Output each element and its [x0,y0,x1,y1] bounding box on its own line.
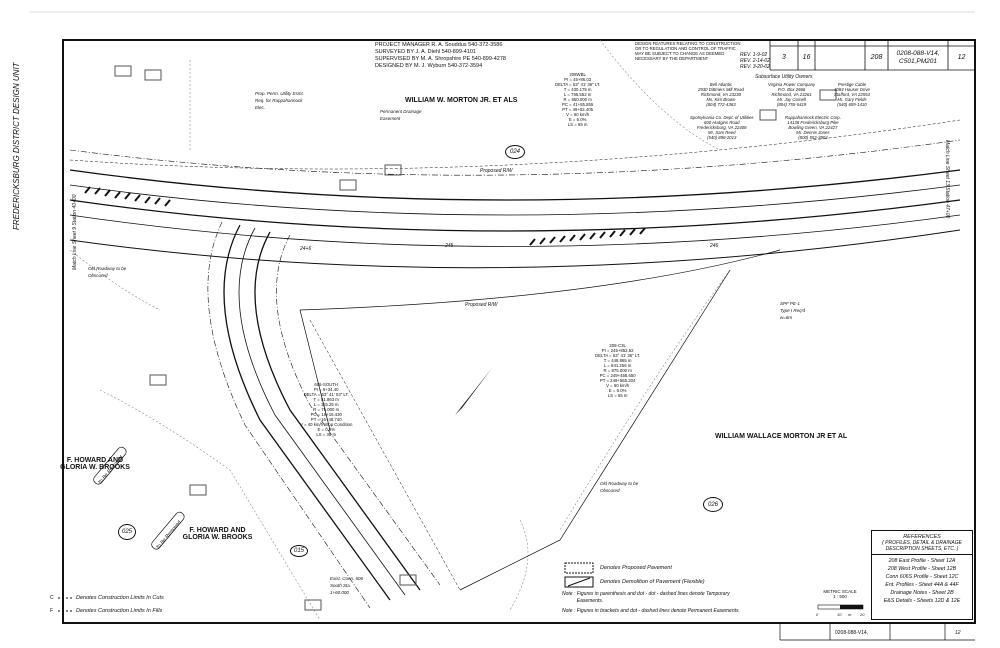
scale-tick: 0 [816,612,819,617]
bottom-project-number: 0208-088-V14, [835,630,869,636]
demolition-swatch-hatch [567,577,591,587]
property-lines [69,39,731,621]
utility-owner: Rappahannock Electric Corp.14138 Frederi… [785,115,841,140]
utility-owners-heading: Subsurface Utility Owners [755,74,813,80]
reference-item: 208 East Profile - Sheet 12A [888,558,956,564]
sheet-no-value: 12 [957,54,966,61]
north-arrow-icon [455,368,492,415]
references-box: REFERENCES ( PROFILES, DETAIL & DRAINAGE… [871,530,973,620]
route-value: 208 [870,54,883,61]
project-info: PROJECT MANAGER R. A. Souddus 540-372-35… [375,42,506,70]
owner-name: WILLIAM W. MORTON JR. ET ALS [405,97,518,104]
legend-note-2: Note : Figures in brackets and dot - das… [562,608,740,614]
fed-region-value: 3 [782,54,786,61]
owner-name: F. HOWARD AND GLORIA W. BROOKS [182,527,253,541]
easement-tags [114,65,837,611]
proposed-rw-label-top: Proposed R/W [480,168,513,174]
design-note-line: OR TO REGULATION AND CONTROL OF TRAFFIC [635,46,736,51]
supervised-by: SUPERVISED BY M. A. Shropshire PE 540-89… [375,56,506,62]
reference-item: 208 West Profile - Sheet 12B [887,566,957,572]
design-note-line: DESIGN FEATURES RELATING TO CONSTRUCTION [635,41,741,46]
design-note-line: NECESSARY BY THE DEPARTMENT [635,56,709,61]
revisions: REV. 1-9-02 REV. 2-14-02 REV. 3-20-02 [740,52,770,70]
proposed-rw-label: Proposed R/W [465,302,498,308]
prop-perm-utility-label: Prop. Perm. Utility Esmt. Req. for Rappa… [255,91,305,110]
parcel-number: 024 [505,145,525,159]
parcel-number: 025 [118,524,136,540]
references-subtitle: ( PROFILES, DETAIL & DRAINAGE DESCRIPTIO… [872,540,972,555]
station-label: 24+6 [300,246,312,252]
cut-symbol: C [50,595,54,601]
to-be-removed-outlines [93,446,185,550]
surveyed-by: SURVEYED BY J. A. Diehl 540-899-4101 [375,49,476,55]
legend-cut: Denotes Construction Limits In Cuts [76,595,164,601]
owner-name: F. HOWARD AND GLORIA W. BROOKS [60,457,130,471]
old-roadway-label: Old Roadway to be Obscured [600,481,639,493]
owner-name: WILLIAM WALLACE MORTON JR ET AL [715,433,848,440]
route-208-roadway [69,119,961,269]
title-block-grid [769,40,975,71]
scale-tick: 10 [837,612,842,617]
reference-item: E&S Details - Sheets 12D & 12E [883,598,961,604]
scale-tick: 20 [860,612,865,617]
fill-symbol: F [50,608,54,614]
reference-item: Drainage Notes - Sheet 2B [890,590,954,596]
legend-fill: Denotes Construction Limits In Fills [76,608,163,614]
bottom-strip [779,623,975,641]
match-line-left: Match Line Sheet 9 Station 40+00 [72,194,78,270]
legend-proposed-pavement: Denotes Proposed Pavement [600,565,672,571]
parcel-number: 026 [703,497,723,512]
proposed-rw-boundary [299,249,781,591]
exist-conn-label: Exist. Conn. 606 South Sta. 1+60.000 [330,576,364,595]
station-label: 245 [445,243,454,249]
design-note: DESIGN FEATURES RELATING TO CONSTRUCTION… [635,41,740,61]
demolition-hatch [84,186,646,246]
demolition-swatch [564,576,594,588]
bottom-sheet-number: 12 [955,630,961,636]
proposed-pavement-swatch [564,562,594,574]
reference-item: Ent. Profiles - Sheet 44A & 44F [885,582,959,588]
scale-bar-fill [840,605,863,609]
designed-by: DESIGNED BY M. J. Wyburn 540-372-3594 [375,63,483,69]
proposed-rw-line [69,229,961,269]
project-manager: PROJECT MANAGER R. A. Souddus 540-372-35… [375,42,503,48]
scale-unit: m [848,612,852,617]
legend-demolition: Denotes Demolition of Pavement (Flexible… [600,579,705,585]
state-value: 16 [802,54,811,61]
references-list: 208 East Profile - Sheet 12A 208 West Pr… [872,555,972,605]
project-value: 0208-088-V14, C501,PM201 [896,50,940,65]
reference-item: Conn 606S Profile - Sheet 12C [885,574,959,580]
revision: REV. 1-9-02 [740,52,768,58]
old-roadway-label: Old Roadway to be Obscured [88,266,127,278]
design-note-line: MAY BE SUBJECT TO CHANGE AS DEEMED [635,51,725,56]
station-label: 246 [710,243,719,249]
permanent-drainage-label: Permanent Drainage Easement [380,109,422,121]
revision: REV. 3-20-02 [740,64,770,70]
district-unit-label: FREDERICKSBURG DISTRICT DESIGN UNIT [12,62,21,230]
parcel-number: 015 [290,545,308,557]
revision: REV. 2-14-02 [740,58,770,64]
sheet-border [62,39,976,624]
route-606-south-roadway [207,221,461,609]
match-line-right: Match Line Sheet 13 Station 47+00 [944,140,950,219]
spf-label: SPF PE-1 Type I Req'd w=6m [780,301,806,320]
legend-note-1: Note : Figures in parenthesis and dot - … [562,591,730,604]
references-title: REFERENCES [903,534,941,540]
